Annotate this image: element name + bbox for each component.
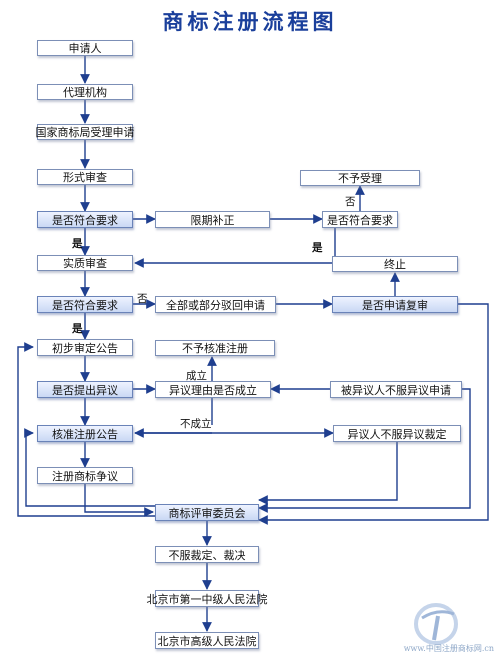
node-dispute: 注册商标争议: [37, 467, 133, 484]
node-compliant-1: 是否符合要求: [37, 211, 133, 228]
node-prelim-approval: 初步审定公告: [37, 339, 133, 356]
label-yes-2: 是: [312, 242, 323, 254]
edge-compliant2-substantive: [134, 227, 336, 268]
node-apply-review: 是否申请复审: [332, 296, 458, 313]
edge-trab-prelim: [17, 342, 155, 517]
node-objection-valid: 异议理由是否成立: [155, 381, 271, 398]
node-rejection: 全部或部分驳回申请: [155, 296, 276, 313]
edge-applyreview-trab: [258, 303, 489, 525]
page-title: 商标注册流程图: [162, 10, 338, 34]
label-no-2: 否: [137, 293, 148, 305]
node-court-high: 北京市高级人民法院: [155, 632, 259, 649]
watermark-logo: [414, 603, 458, 645]
node-trab: 商标评审委员会: [155, 504, 259, 521]
label-yes-1: 是: [72, 238, 83, 250]
label-yes-3: 是: [72, 323, 83, 335]
node-formal-review: 形式审查: [37, 169, 133, 185]
node-not-approved: 不予核准注册: [155, 340, 275, 356]
node-objected-disagree: 被异议人不服异议申请: [330, 381, 462, 398]
node-substantive-review: 实质审查: [37, 255, 133, 271]
label-valid: 成立: [186, 370, 207, 382]
edge-objector-trab: [258, 441, 398, 505]
edge-trab-approval: [24, 428, 155, 507]
node-objection: 是否提出异议: [37, 381, 133, 398]
watermark-text: www.中国注册商标网.cn: [403, 644, 494, 653]
node-compliant-3: 是否符合要求: [37, 296, 133, 313]
node-agency: 代理机构: [37, 84, 133, 100]
node-approval-notice: 核准注册公告: [37, 425, 133, 442]
node-not-accepted: 不予受理: [300, 170, 420, 186]
edge-objdisagree-trab: [258, 388, 471, 513]
node-court-1: 北京市第一中级人民法院: [147, 590, 268, 607]
label-invalid: 不成立: [180, 418, 212, 430]
node-terminate: 终止: [332, 256, 458, 272]
node-disagree-ruling: 不服裁定、裁决: [155, 546, 259, 563]
node-office: 国家商标局受理申请: [35, 124, 135, 140]
node-correction: 限期补正: [155, 211, 270, 228]
label-no-1: 否: [345, 196, 356, 208]
edge-dispute-trab: [84, 483, 154, 517]
node-applicant: 申请人: [37, 40, 133, 56]
node-objector-disagree: 异议人不服异议裁定: [333, 425, 461, 442]
node-compliant-2: 是否符合要求: [322, 211, 398, 228]
